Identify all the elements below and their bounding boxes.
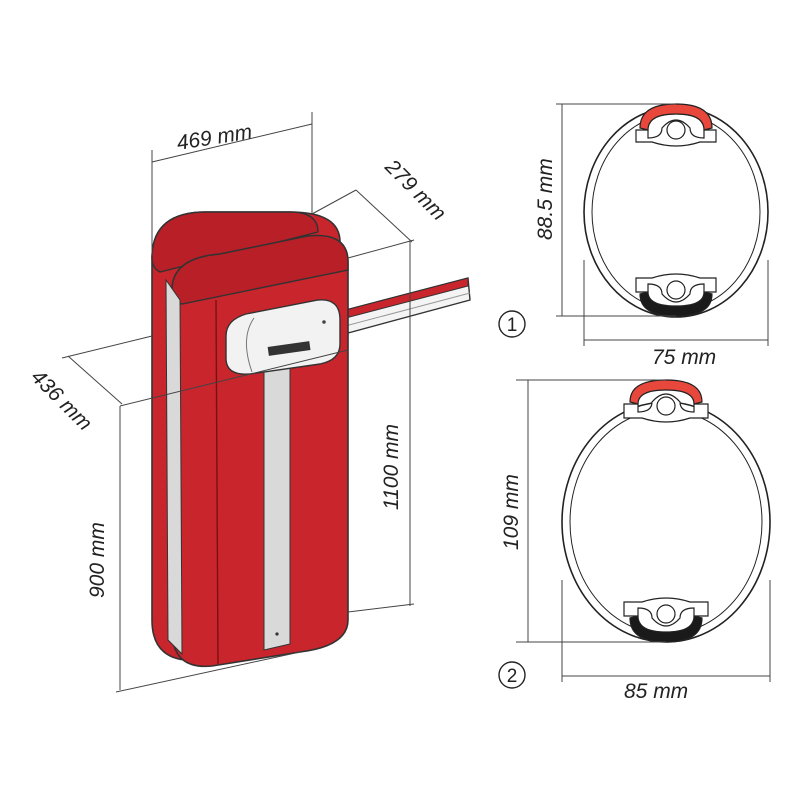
cabinet-front-strip [263, 365, 291, 651]
profile-2-width-label: 85 mm [624, 680, 688, 703]
dim-height-base-label: 900 mm [86, 522, 109, 598]
dim-depth-label: 279 mm [380, 155, 451, 226]
profile-1-number-circle [498, 310, 526, 338]
profile-1-number: 1 [507, 315, 518, 336]
profile-2-height-label: 109 mm [500, 474, 523, 550]
profile-2 [516, 379, 771, 682]
barrier-cabinet [151, 211, 471, 668]
profile-1-height-label: 88.5 mm [534, 158, 557, 240]
profile-2-number-circle [498, 661, 526, 689]
profile-1-width-label: 75 mm [652, 346, 716, 369]
profile-1 [556, 103, 769, 346]
cabinet-left-strip [165, 278, 183, 656]
dimension-lines [61, 112, 415, 693]
dim-base-depth-label: 436 mm [26, 365, 96, 435]
dim-height-total-label: 1100 mm [380, 424, 403, 510]
dim-width-label: 469 mm [175, 120, 254, 155]
motor-housing [225, 299, 341, 375]
profile-2-number: 2 [507, 666, 518, 687]
cabinet-rear-lid [151, 211, 319, 273]
